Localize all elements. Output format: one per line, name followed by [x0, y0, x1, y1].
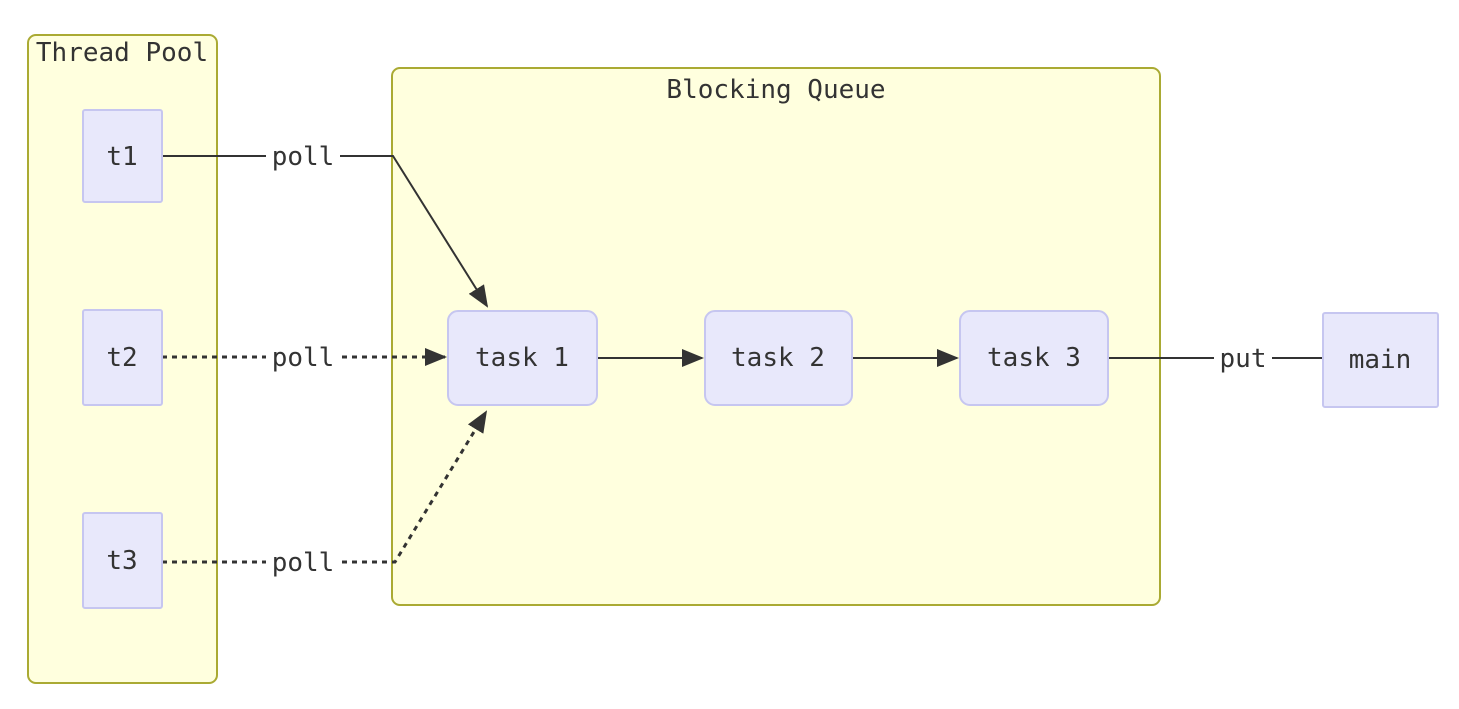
node-task2-box	[704, 310, 853, 406]
edge-labels: poll poll poll put	[266, 141, 1272, 578]
edge-label-poll-t3: poll	[272, 548, 335, 578]
node-main: main	[1322, 312, 1439, 408]
thread-pool-title: Thread Pool	[36, 38, 208, 68]
node-task1: task 1	[447, 310, 598, 406]
node-task3: task 3	[959, 310, 1109, 406]
node-t3-label: t3	[106, 546, 137, 576]
node-task1-box	[447, 310, 598, 406]
edge-label-poll-t1: poll	[272, 142, 335, 172]
node-t2-box	[82, 309, 163, 406]
node-task2-label: task 2	[731, 343, 825, 373]
node-task3-label: task 3	[987, 343, 1081, 373]
node-t3-box	[82, 512, 163, 609]
node-t3: t3	[82, 512, 163, 609]
node-main-label: main	[1349, 345, 1412, 375]
edge-label-bg	[266, 141, 340, 171]
blocking-queue-title: Blocking Queue	[666, 75, 885, 105]
node-t1-box	[82, 109, 163, 203]
node-task2: task 2	[704, 310, 853, 406]
edge-label-bg	[1214, 343, 1272, 373]
edge-label-bg	[266, 547, 340, 577]
node-t1-label: t1	[106, 142, 137, 172]
node-task1-label: task 1	[475, 343, 569, 373]
node-t2: t2	[82, 309, 163, 406]
edge-label-put: put	[1220, 344, 1267, 374]
node-main-box	[1322, 312, 1439, 408]
edge-label-poll-t2: poll	[272, 343, 335, 373]
edge-label-bg	[266, 342, 340, 372]
edge-t1-poll-task1	[162, 155, 489, 308]
node-task3-box	[959, 310, 1109, 406]
node-t2-label: t2	[106, 343, 137, 373]
node-t1: t1	[82, 109, 163, 203]
edge-t3-poll-task1	[162, 410, 488, 564]
